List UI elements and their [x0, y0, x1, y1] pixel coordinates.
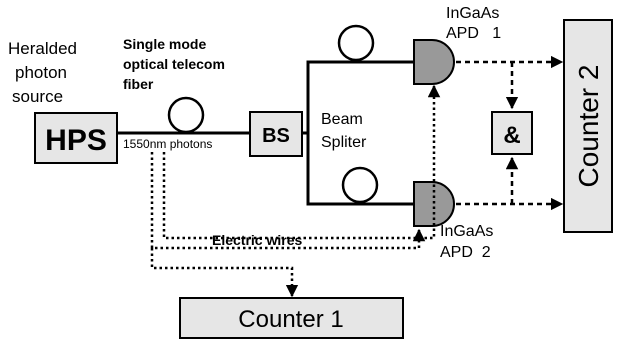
photons-label: 1550nm photons: [123, 137, 212, 151]
bs-box: [249, 111, 303, 157]
apd1-detector-icon: [413, 39, 455, 85]
bs-label: BS: [262, 125, 290, 147]
apd2-label-2: APD 2: [440, 244, 491, 261]
counter2-box: [563, 19, 613, 233]
fiber-coil-lower-icon: [341, 166, 379, 204]
fiber-label-1: Single mode: [123, 36, 206, 52]
apd1-label-1: InGaAs: [446, 5, 499, 22]
apd2-detector-icon: [413, 181, 455, 227]
fiber-coil-icon: [167, 96, 205, 134]
and-gate-label: &: [503, 122, 520, 149]
beam-label-1: Beam: [321, 111, 363, 128]
fiber-coil-upper-icon: [337, 24, 375, 62]
electric-wire-to-counter1: [150, 248, 299, 298]
heralded-label-1: Heralded: [8, 39, 77, 58]
hps-box: [34, 112, 118, 164]
heralded-label-2: photon: [15, 63, 67, 82]
fiber-label-2: optical telecom: [123, 56, 225, 72]
counter1-label: Counter 1: [238, 306, 343, 333]
counter2-label: Counter 2: [573, 65, 604, 188]
hps-label: HPS: [45, 124, 107, 157]
electric-wire-to-apd1: [162, 84, 441, 240]
counter1-box: [179, 297, 404, 339]
heralded-label-3: source: [12, 87, 63, 106]
apd2-label-1: InGaAs: [440, 223, 493, 240]
fiber-label-3: fiber: [123, 76, 154, 92]
apd1-label-2: APD 1: [446, 25, 501, 42]
beam-label-2: Spliter: [321, 134, 367, 151]
fiber-bs-to-apd2: [302, 131, 414, 206]
electric-wires-label: Electric wires: [212, 232, 302, 248]
and-gate-box: [491, 111, 533, 155]
